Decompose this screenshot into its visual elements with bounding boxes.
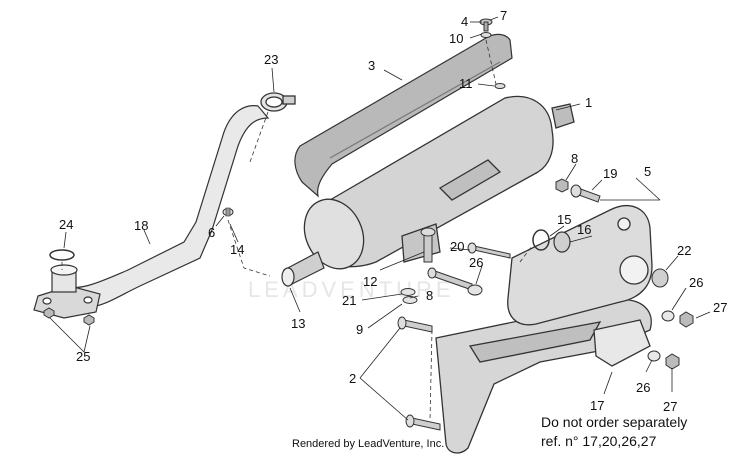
muffler-inlet-pipe xyxy=(281,251,325,287)
order-note: Do not order separately ref. n° 17,20,26… xyxy=(541,413,746,451)
callout-13: 13 xyxy=(291,316,305,331)
callout-26-lower-right: 26 xyxy=(636,380,650,395)
callout-9: 9 xyxy=(356,322,363,337)
render-credit: Rendered by LeadVenture, Inc. xyxy=(292,438,445,450)
callout-27-upper: 27 xyxy=(713,300,727,315)
callout-16: 16 xyxy=(577,222,591,237)
callout-20: 20 xyxy=(450,239,464,254)
bracket-bolts xyxy=(397,316,441,431)
order-note-line2: ref. n° 17,20,26,27 xyxy=(541,433,657,449)
pipe-clamp xyxy=(260,92,296,112)
mounting-plate xyxy=(507,205,653,326)
callout-21: 21 xyxy=(342,293,356,308)
seal-ring xyxy=(532,229,550,251)
gasket-ring xyxy=(49,249,75,261)
callout-22: 22 xyxy=(677,243,691,258)
callout-18: 18 xyxy=(134,218,148,233)
callout-3: 3 xyxy=(368,58,375,73)
callout-labels: 1 2 3 4 5 6 7 8 8 9 10 11 12 13 14 15 16… xyxy=(59,8,727,414)
heat-shield xyxy=(294,33,513,198)
callout-17: 17 xyxy=(590,398,604,413)
assembly-lines xyxy=(61,39,533,421)
flange-nut-right xyxy=(83,314,95,326)
callout-5: 5 xyxy=(644,164,651,179)
right-hardware xyxy=(647,268,694,370)
callout-15: 15 xyxy=(557,212,571,227)
callout-27-lower: 27 xyxy=(663,399,677,414)
upper-bolt xyxy=(555,178,601,203)
callout-14: 14 xyxy=(230,242,244,257)
callout-2: 2 xyxy=(349,371,356,386)
order-note-line1: Do not order separately xyxy=(541,414,688,430)
callout-11: 11 xyxy=(459,76,473,91)
callout-19: 19 xyxy=(603,166,617,181)
callout-23: 23 xyxy=(264,52,278,67)
callout-12: 12 xyxy=(363,274,377,289)
callout-26-upper-right: 26 xyxy=(689,275,703,290)
callout-26-center: 26 xyxy=(469,255,483,270)
shield-washer xyxy=(494,83,506,89)
watermark: LEADVENTURE xyxy=(248,277,455,302)
callout-1: 1 xyxy=(585,95,592,110)
support-bracket xyxy=(435,299,652,454)
callout-8-upper: 8 xyxy=(571,151,578,166)
callout-10: 10 xyxy=(449,31,463,46)
callout-6: 6 xyxy=(208,225,215,240)
muffler xyxy=(303,95,575,270)
leader-lines xyxy=(49,16,711,421)
callout-4: 4 xyxy=(461,14,468,29)
flange-nut-left xyxy=(43,307,55,319)
exhaust-pipe xyxy=(57,105,270,309)
callout-24: 24 xyxy=(59,217,73,232)
pipe-bolt-shank xyxy=(225,207,231,217)
pipe-flange xyxy=(33,264,101,319)
bearing xyxy=(553,231,571,253)
callout-25: 25 xyxy=(76,349,90,364)
muffler-mount-bolts xyxy=(420,227,511,291)
callout-8-lower: 8 xyxy=(426,288,433,303)
callout-7: 7 xyxy=(500,8,507,23)
